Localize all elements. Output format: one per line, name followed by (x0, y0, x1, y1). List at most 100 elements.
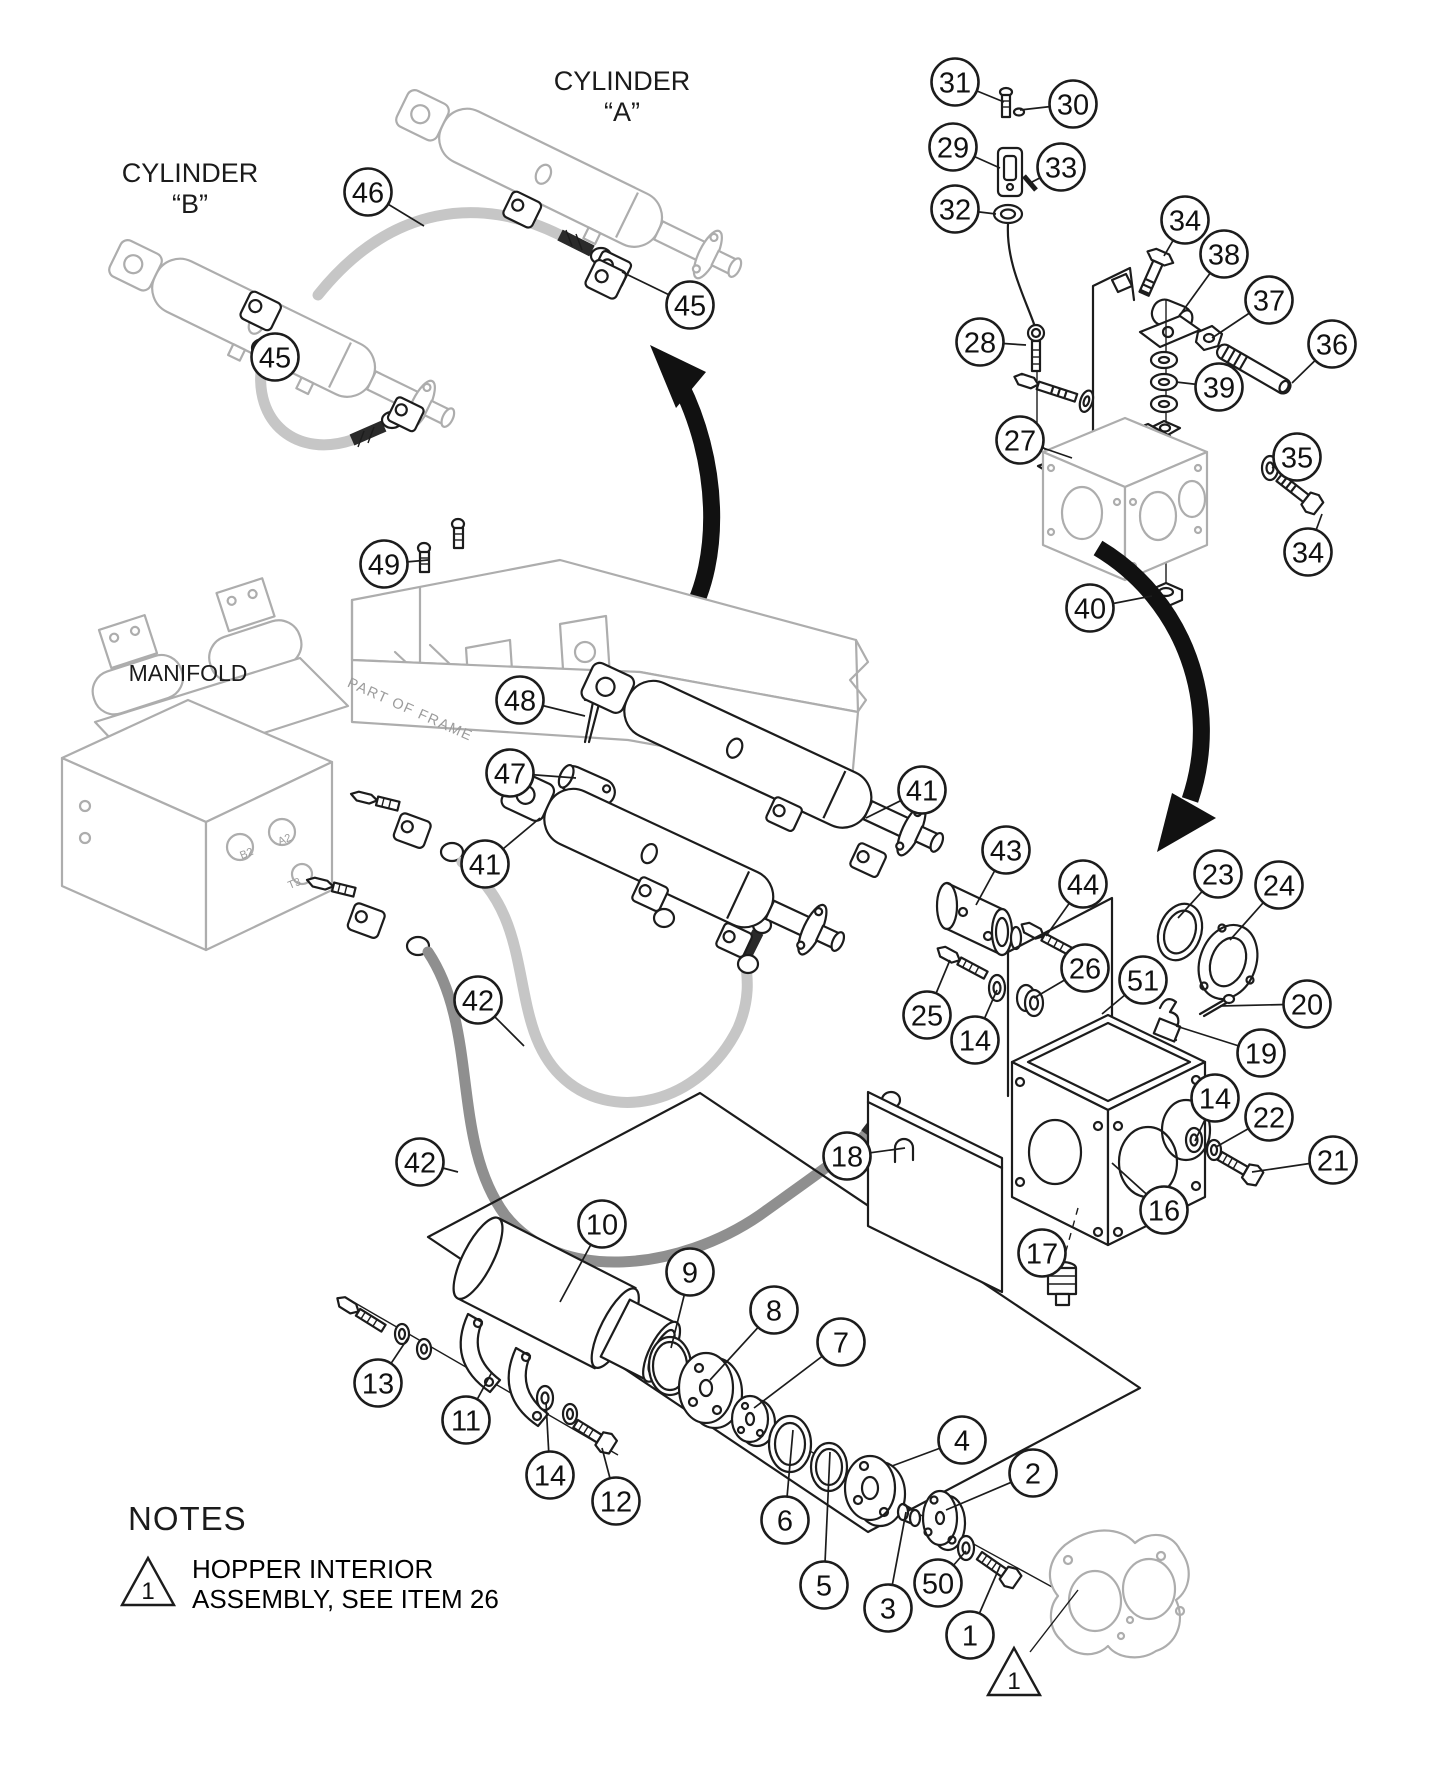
svg-text:51: 51 (1127, 966, 1159, 998)
note-1-line2: ASSEMBLY, SEE ITEM 26 (192, 1584, 499, 1614)
callout-8: 8 (749, 1285, 799, 1335)
warning-triangle-1: 1 (985, 1645, 1043, 1697)
callout-49: 49 (359, 539, 409, 589)
svg-text:7: 7 (833, 1328, 849, 1360)
callout-44: 44 (1058, 859, 1108, 909)
callout-48: 48 (495, 675, 545, 725)
svg-text:47: 47 (494, 759, 526, 791)
svg-text:8: 8 (766, 1296, 782, 1328)
callout-45: 45 (250, 332, 300, 382)
svg-text:19: 19 (1245, 1039, 1277, 1071)
svg-text:42: 42 (404, 1148, 436, 1180)
svg-text:30: 30 (1057, 90, 1089, 122)
seal-rings-drawing (1156, 902, 1259, 1001)
callout-18: 18 (822, 1131, 872, 1181)
callout-23: 23 (1193, 849, 1243, 899)
callout-32: 32 (930, 184, 980, 234)
callout-9: 9 (665, 1247, 715, 1297)
callout-26: 26 (1060, 943, 1110, 993)
callout-29: 29 (928, 122, 978, 172)
svg-text:24: 24 (1263, 871, 1295, 903)
svg-text:10: 10 (586, 1210, 618, 1242)
callout-39: 39 (1194, 362, 1244, 412)
callout-13: 13 (353, 1358, 403, 1408)
callout-20: 20 (1282, 979, 1332, 1029)
manifold-drawing (60, 577, 350, 952)
svg-text:21: 21 (1317, 1146, 1349, 1178)
svg-text:16: 16 (1148, 1196, 1180, 1228)
note-1-text: HOPPER INTERIOR ASSEMBLY, SEE ITEM 26 (192, 1554, 499, 1614)
callout-33: 33 (1036, 142, 1086, 192)
callout-47: 47 (485, 748, 535, 798)
svg-text:39: 39 (1203, 373, 1235, 405)
callout-37: 37 (1244, 275, 1294, 325)
callout-41: 41 (460, 839, 510, 889)
callout-28: 28 (955, 317, 1005, 367)
svg-text:28: 28 (964, 328, 996, 360)
callout-25: 25 (902, 990, 952, 1040)
callout-17: 17 (1017, 1228, 1067, 1278)
hopper-gasket-drawing (1048, 1529, 1190, 1659)
svg-text:34: 34 (1292, 538, 1324, 570)
detail-arrow-down (1093, 540, 1216, 852)
svg-text:36: 36 (1316, 330, 1348, 362)
callout-42: 42 (453, 975, 503, 1025)
bolt-13-drawing (336, 1296, 433, 1361)
svg-text:42: 42 (462, 986, 494, 1018)
svg-text:32: 32 (939, 195, 971, 227)
bolt-12-drawing (535, 1384, 619, 1455)
cylinder-a-line1: CYLINDER (553, 66, 691, 96)
svg-text:34: 34 (1169, 206, 1201, 238)
callout-3: 3 (863, 1583, 913, 1633)
svg-text:22: 22 (1253, 1103, 1285, 1135)
detail-arrow-up (650, 345, 721, 623)
callout-14: 14 (525, 1450, 575, 1500)
svg-text:35: 35 (1281, 443, 1313, 475)
trunnion-parts-drawing (935, 881, 1077, 1018)
manifold-label: MANIFOLD (128, 660, 248, 686)
callout-2: 2 (1008, 1448, 1058, 1498)
svg-text:11: 11 (451, 1406, 481, 1438)
svg-text:45: 45 (259, 343, 291, 375)
callout-16: 16 (1139, 1185, 1189, 1235)
svg-text:14: 14 (534, 1461, 566, 1493)
svg-text:3: 3 (880, 1594, 896, 1626)
svg-text:4: 4 (954, 1426, 970, 1458)
svg-text:18: 18 (831, 1142, 863, 1174)
callout-14: 14 (950, 1015, 1000, 1065)
notes-title: NOTES (128, 1500, 247, 1537)
mounting-plate-outline (1006, 896, 1114, 1098)
svg-text:50: 50 (922, 1569, 954, 1601)
svg-text:37: 37 (1253, 286, 1285, 318)
callout-50: 50 (913, 1558, 963, 1608)
cable-assembly-drawing (992, 86, 1325, 609)
callout-45: 45 (665, 280, 715, 330)
callout-35: 35 (1272, 432, 1322, 482)
callout-40: 40 (1065, 583, 1115, 633)
svg-text:45: 45 (674, 291, 706, 323)
svg-text:1: 1 (1007, 1668, 1020, 1695)
callout-46: 46 (343, 167, 393, 217)
svg-text:5: 5 (816, 1571, 832, 1603)
svg-text:14: 14 (1199, 1084, 1231, 1116)
callout-19: 19 (1236, 1028, 1286, 1078)
inset-parallelogram (426, 1091, 1142, 1534)
warning-triangle-1: 1 (119, 1555, 177, 1607)
svg-text:43: 43 (990, 836, 1022, 868)
svg-text:38: 38 (1208, 240, 1240, 272)
svg-text:44: 44 (1067, 870, 1099, 902)
svg-text:48: 48 (504, 686, 536, 718)
svg-text:40: 40 (1074, 594, 1106, 626)
callout-6: 6 (760, 1495, 810, 1545)
gasket-leader (1029, 1589, 1079, 1653)
svg-text:14: 14 (959, 1026, 991, 1058)
svg-text:2: 2 (1025, 1459, 1041, 1491)
svg-text:33: 33 (1045, 153, 1077, 185)
callout-34: 34 (1283, 527, 1333, 577)
callout-14: 14 (1190, 1073, 1240, 1123)
svg-text:29: 29 (937, 133, 969, 165)
svg-text:26: 26 (1069, 954, 1101, 986)
